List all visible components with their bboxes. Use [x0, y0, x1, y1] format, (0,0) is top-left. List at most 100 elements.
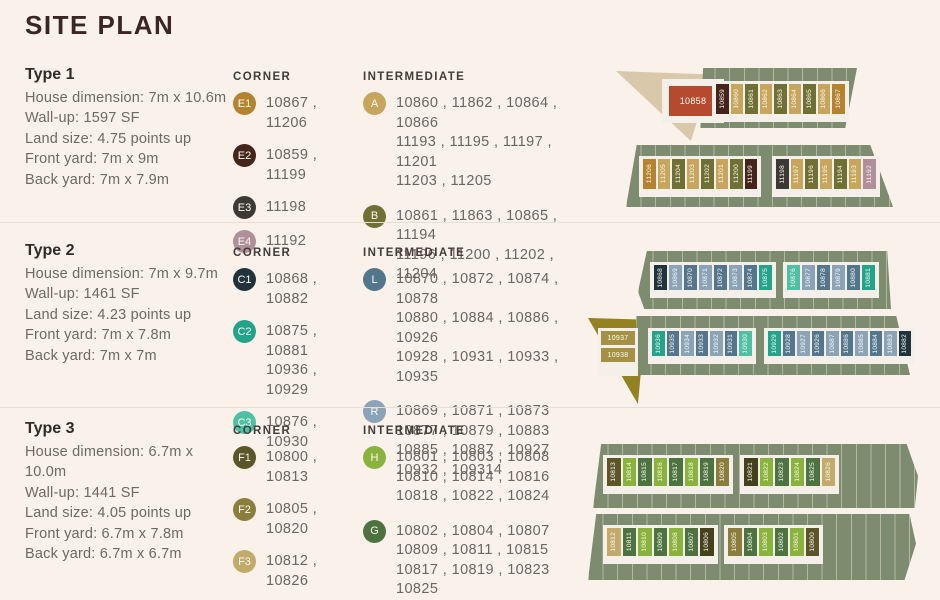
plan-lot-10824: 10824: [790, 458, 804, 486]
plan-lot-10874: 10874: [744, 265, 757, 290]
plan-lot-10821: 10821: [744, 458, 758, 486]
plan-lot-10937: 10937: [601, 331, 635, 345]
plan-lot-10823: 10823: [775, 458, 789, 486]
lot-pad: 10937 10938: [598, 328, 638, 376]
plan-lot-10807: 10807: [684, 528, 698, 556]
lot-type-badge-C2: C2: [233, 320, 256, 343]
plan-lot-10934: 10934: [681, 331, 694, 356]
legend-item-F3: F3 10812 , 10826: [233, 550, 359, 591]
plan-lot-10881: 10881: [862, 265, 875, 290]
plan-lot-10929: 10929: [768, 331, 781, 356]
intermediate-label: INTERMEDIATE: [363, 247, 466, 259]
plan-lot-10931: 10931: [724, 331, 737, 356]
lot-numbers: 10805 , 10820: [266, 501, 318, 537]
plan-lot-10825: 10825: [806, 458, 820, 486]
legend-item-C3: C3 10876 , 10930: [233, 411, 359, 452]
plan-lot-10932: 10932: [710, 331, 723, 356]
lot-type-badge-H: H: [363, 446, 386, 469]
plan-lot-10802: 10802: [774, 528, 788, 556]
plan-lot-10806: 10806: [700, 528, 714, 556]
plan-lot-10863: 10863: [774, 84, 787, 114]
plan-lot-10800: 10800: [805, 528, 819, 556]
spec-front-yard: Front yard: 7m x 7.8m: [25, 327, 172, 344]
plan-lot-11201: 11201: [715, 159, 728, 189]
plan-lot-10860: 10860: [730, 84, 743, 114]
lot-type-badge-E3: E3: [233, 196, 256, 219]
spec-back-yard: Back yard: 6.7m x 6.7m: [25, 546, 182, 563]
plan-lot-10809: 10809: [653, 528, 667, 556]
plan-lot-10822: 10822: [759, 458, 773, 486]
plan-lot-10868: 10868: [654, 265, 667, 290]
lot-numbers: 10876 , 10930: [266, 414, 318, 450]
plan-lot-10862: 10862: [759, 84, 772, 114]
spec-house-dimension: House dimension: 6.7m x 10.0m: [25, 444, 194, 481]
plan-lot-11203: 11203: [686, 159, 699, 189]
corner-label: CORNER: [233, 425, 292, 437]
lot-numbers: 10812 , 10826: [266, 553, 318, 589]
plan-lot-10880: 10880: [847, 265, 860, 290]
plan-lot-10885: 10885: [855, 331, 868, 356]
plan-lot-10869: 10869: [669, 265, 682, 290]
plan-lot-10804: 10804: [743, 528, 757, 556]
lot-numbers: 10800 , 10813: [266, 449, 318, 485]
specs-column-type-1: Type 1 House dimension: 7m x 10.6m Wall-…: [25, 66, 230, 190]
plan-lot-10826: 10826: [821, 458, 835, 486]
plan-lot-11192: 11192: [863, 159, 876, 189]
plan-lot-10928: 10928: [782, 331, 795, 356]
spec-back-yard: Back yard: 7m x 7m: [25, 347, 157, 364]
plan-lot-11199: 11199: [744, 159, 757, 189]
plan-lot-10865: 10865: [803, 84, 816, 114]
plan-lot-10873: 10873: [729, 265, 742, 290]
spec-house-dimension: House dimension: 7m x 10.6m: [25, 90, 227, 106]
plan-lot-10801: 10801: [790, 528, 804, 556]
plan-lot-11195: 11195: [819, 159, 832, 189]
lot-numbers: 10859 , 11199: [266, 147, 318, 183]
intermediate-label: INTERMEDIATE: [363, 425, 466, 437]
plan-lot-10933: 10933: [695, 331, 708, 356]
section-type-3: Type 3 House dimension: 6.7m x 10.0m Wal…: [0, 407, 940, 600]
lot-type-badge-E1: E1: [233, 92, 256, 115]
plan-lot-10870: 10870: [684, 265, 697, 290]
lot-type-badge-C3: C3: [233, 411, 256, 434]
lot-type-badge-F3: F3: [233, 550, 256, 573]
plan-lot-10861: 10861: [745, 84, 758, 114]
section-type-1: Type 1 House dimension: 7m x 10.6m Wall-…: [0, 60, 940, 282]
plan-lot-10859: 10859: [716, 84, 729, 114]
plan-lot-10927: 10927: [797, 331, 810, 356]
plan-lot-10886: 10886: [840, 331, 853, 356]
corner-label: CORNER: [233, 247, 292, 259]
plan-lot-10803: 10803: [759, 528, 773, 556]
plan-lot-10814: 10814: [622, 458, 636, 486]
lot-type-badge-E4: E4: [233, 230, 256, 253]
plan-lot-10811: 10811: [622, 528, 636, 556]
plan-lot-10879: 10879: [832, 265, 845, 290]
plan-lot-10820: 10820: [715, 458, 729, 486]
lot-type-badge-R: R: [363, 400, 386, 423]
lot-type-badge-C1: C1: [233, 268, 256, 291]
spec-land-size: Land size: 4.23 points up: [25, 306, 192, 323]
page-title: SITE PLAN: [25, 10, 175, 40]
plan-lot-11205: 11205: [657, 159, 670, 189]
plan-lot-10930: 10930: [739, 331, 752, 356]
type-heading: Type 1: [25, 66, 75, 83]
plan-lot-10877: 10877: [802, 265, 815, 290]
intermediate-label: INTERMEDIATE: [363, 71, 466, 83]
